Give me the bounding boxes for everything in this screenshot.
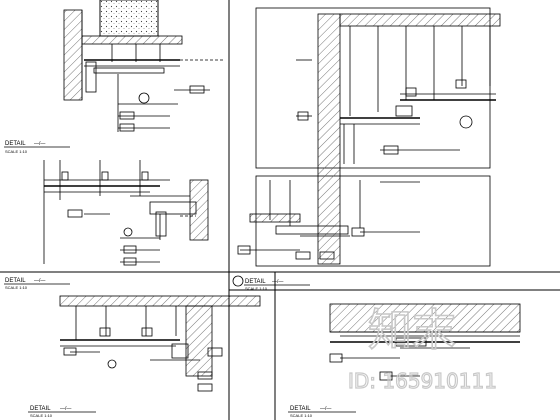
detail-5-drawing xyxy=(329,303,521,381)
detail-3-label: DETAIL —/— SCALE 1:10 xyxy=(232,275,310,291)
detail-3-drawing xyxy=(237,7,501,267)
detail-suffix: —/— xyxy=(34,141,45,147)
watermark-id: ID: 165910111 xyxy=(348,369,497,393)
detail-scale: SCALE 1:10 xyxy=(30,413,53,418)
detail-title: DETAIL xyxy=(5,278,26,284)
detail-title: DETAIL xyxy=(290,406,311,412)
detail-scale: SCALE 1:10 xyxy=(5,285,28,290)
detail-1-label: DETAIL —/— SCALE 1:10 xyxy=(4,141,70,154)
detail-suffix: —/— xyxy=(272,279,283,285)
detail-4-label: DETAIL —/— SCALE 1:10 xyxy=(28,406,96,418)
detail-2-label: DETAIL —/— SCALE 1:10 xyxy=(4,278,70,290)
detail-scale: SCALE 1:10 xyxy=(5,149,28,154)
detail-4-drawing xyxy=(59,295,261,392)
detail-2-drawing xyxy=(43,160,209,266)
detail-1-drawing xyxy=(63,0,224,132)
watermark: 知末 ID: 165910111 xyxy=(347,304,497,393)
detail-suffix: —/— xyxy=(34,278,45,284)
detail-title: DETAIL xyxy=(30,406,51,412)
detail-title: DETAIL xyxy=(5,141,26,147)
detail-suffix: —/— xyxy=(60,406,71,412)
detail-title: DETAIL xyxy=(245,279,266,285)
watermark-logo: 知末 xyxy=(368,305,456,356)
detail-scale: SCALE 1:10 xyxy=(290,413,313,418)
detail-suffix: —/— xyxy=(320,406,331,412)
detail-scale: SCALE 1:10 xyxy=(245,286,268,291)
detail-5-label: DETAIL —/— SCALE 1:10 xyxy=(288,406,356,418)
